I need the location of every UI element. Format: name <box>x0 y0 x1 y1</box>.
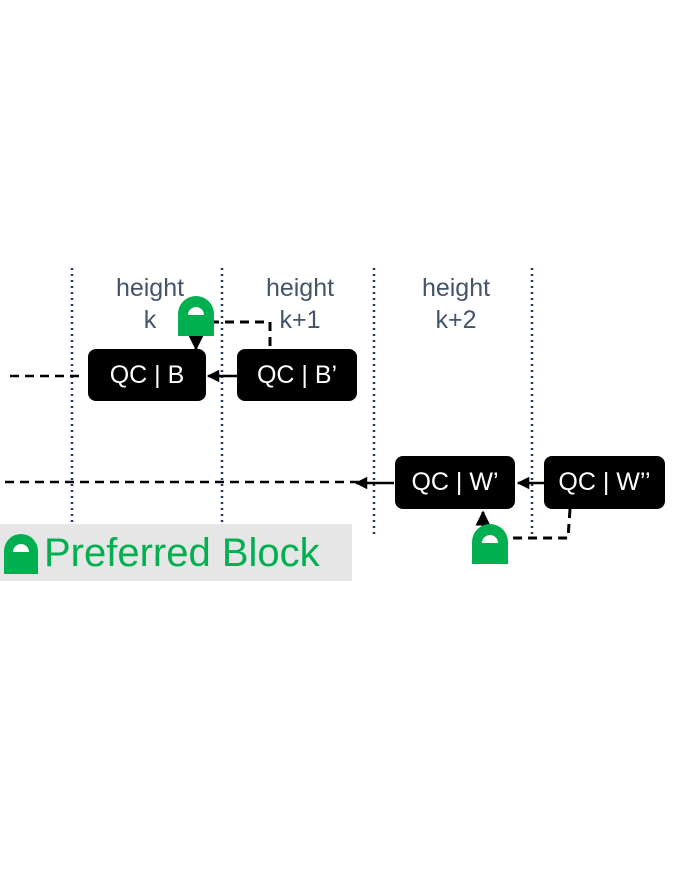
lock-link-b-prime <box>212 320 272 346</box>
height-label-k: height k <box>95 272 205 336</box>
height-label-k-line2: k <box>143 306 157 334</box>
block-w-prime: QC | W’ <box>395 456 515 509</box>
legend-label: Preferred Block <box>44 531 320 575</box>
block-b-prime: QC | B’ <box>237 349 357 401</box>
lock-icon <box>472 524 508 564</box>
height-label-k-plus-2-line2: k+2 <box>435 306 477 334</box>
height-label-k-plus-1-line1: height <box>265 274 335 302</box>
block-b: QC | B <box>88 349 206 401</box>
block-w-double-prime: QC | W’’ <box>544 456 665 509</box>
height-label-k-plus-2: height k+2 <box>401 272 511 336</box>
height-label-k-plus-1: height k+1 <box>245 272 355 336</box>
height-label-k-line1: height <box>115 274 185 302</box>
lock-icon <box>4 534 38 574</box>
legend: Preferred Block <box>0 524 352 581</box>
lock-icon <box>178 296 214 336</box>
height-label-k-plus-2-line1: height <box>421 274 491 302</box>
height-label-k-plus-1-line2: k+1 <box>279 306 321 334</box>
lock-link-w-double-prime <box>508 508 572 540</box>
